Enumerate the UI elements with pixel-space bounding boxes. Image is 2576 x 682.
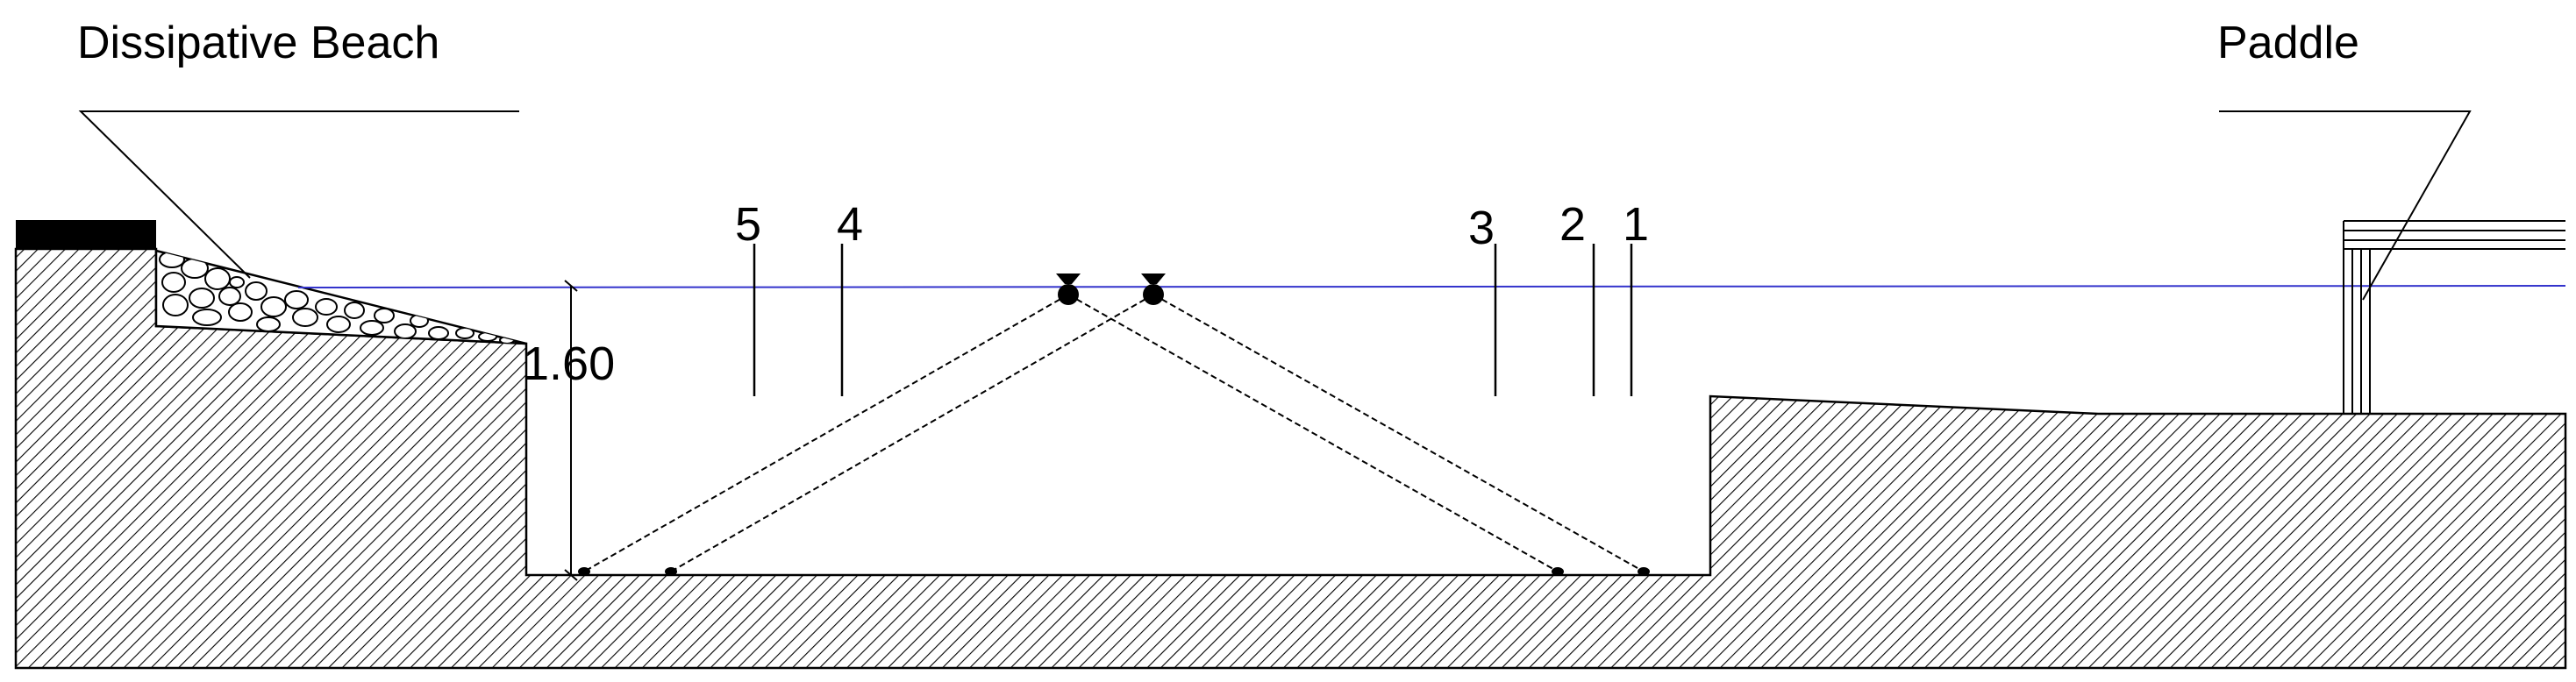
depth-dimension [564,280,578,581]
wave-paddle [2343,220,2565,414]
float-sensor-left [1056,274,1081,305]
sensor-cables [583,294,1645,572]
paddle-leader-line [2219,110,2472,301]
wave-gauges [753,244,1633,396]
float-sensor-right [1141,274,1166,305]
gauge-5-label: 5 [735,198,761,251]
water-line [297,285,2566,288]
gauge-1-label: 1 [1623,198,1649,251]
beach-label: Dissipative Beach [77,18,439,68]
paddle-label: Paddle [2217,18,2359,68]
gauge-4-label: 4 [837,198,863,251]
wall-coping-block [16,220,156,249]
bottom-anchors [578,567,1650,576]
dissipative-beach-rocks [154,249,527,345]
depth-label: 1.60 [523,337,615,390]
gauge-3-label: 3 [1468,202,1495,254]
beach-leader-line [78,110,519,279]
gauge-2-label: 2 [1559,198,1586,251]
